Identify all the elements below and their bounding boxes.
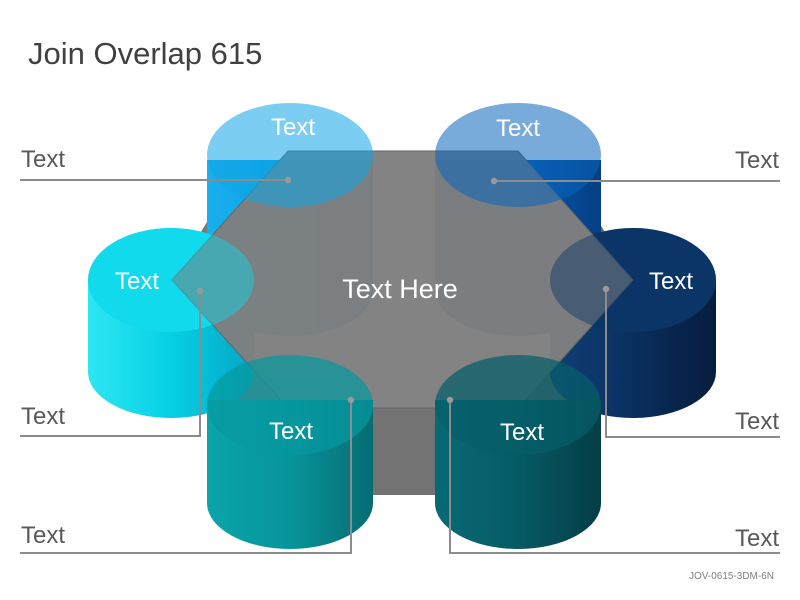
connector-3 [20, 291, 201, 437]
callout-connectors [20, 179, 780, 554]
cylinder-5-label: Text [269, 418, 313, 445]
cylinder-6 [435, 355, 601, 549]
page-title: Join Overlap 615 [28, 36, 263, 71]
connector-dots [196, 176, 610, 404]
callout-2-label: Text [735, 147, 779, 174]
cylinder-3-label: Text [115, 268, 159, 295]
callout-5-label: Text [21, 522, 65, 549]
callout-6-label: Text [735, 525, 779, 552]
cylinder-6-top [435, 355, 601, 455]
cylinder-2-label: Text [496, 115, 540, 142]
center-label: Text Here [342, 274, 458, 304]
connector-6 [449, 400, 780, 554]
callout-1-label: Text [21, 146, 65, 173]
cylinder-5 [207, 355, 373, 549]
connector-4 [605, 289, 780, 438]
cylinder-3-top-overlay [88, 228, 254, 332]
footer-code: JOV-0615-3DM-6N [688, 571, 774, 582]
connector-5 [20, 400, 352, 554]
cylinder-5-top [207, 355, 373, 455]
cylinder-4-top-overlay [550, 228, 716, 332]
callout-4-label: Text [735, 408, 779, 435]
callout-3-label: Text [21, 403, 65, 430]
cylinder-4-label: Text [649, 268, 693, 295]
cylinder-6-label: Text [500, 419, 544, 446]
cylinder-1-label: Text [271, 114, 315, 141]
